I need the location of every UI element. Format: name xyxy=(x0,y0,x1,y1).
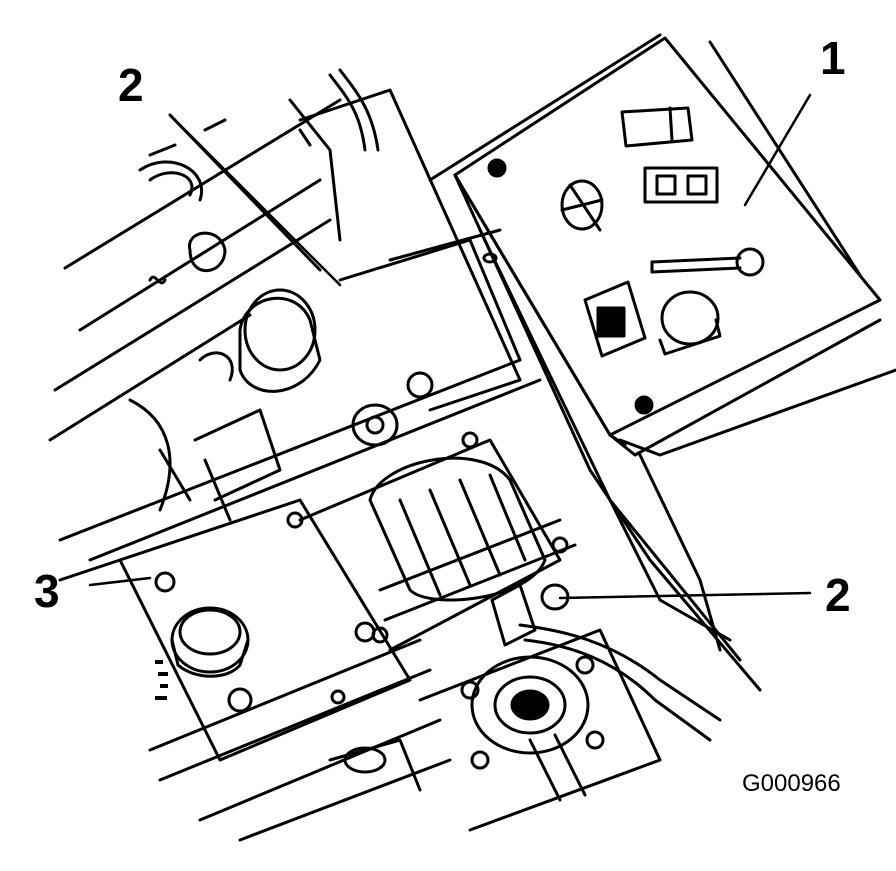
leader-lines xyxy=(88,93,812,600)
leader-line-2-top xyxy=(168,113,342,287)
callout-2-top: 2 xyxy=(118,59,144,111)
engine-cowl xyxy=(48,68,380,442)
callout-2-right: 2 xyxy=(825,569,851,621)
frame-rail xyxy=(453,173,762,692)
callout-3: 3 xyxy=(34,565,60,617)
control-panel xyxy=(428,33,896,457)
leader-line-1 xyxy=(743,93,812,207)
leader-line-3 xyxy=(88,576,152,587)
figure-id: G000966 xyxy=(742,770,841,797)
hydraulic-pump xyxy=(286,431,577,652)
drive-coupling xyxy=(328,628,662,832)
engine-block xyxy=(58,88,542,562)
panel-bolt xyxy=(487,158,507,178)
decal-marks xyxy=(155,660,168,700)
leader-line-2-right xyxy=(558,591,812,600)
hose-fitting xyxy=(490,583,722,742)
panel-button-icon xyxy=(658,290,722,356)
throttle-knob-icon xyxy=(560,179,604,232)
fuel-tank xyxy=(58,498,452,842)
callout-1: 1 xyxy=(820,32,846,84)
panel-indicator-icon xyxy=(620,106,694,148)
fuel-cap xyxy=(170,606,250,678)
panel-switch-icon xyxy=(643,166,719,204)
panel-bolt xyxy=(634,395,654,415)
hour-meter-icon xyxy=(583,280,647,358)
ignition-key-icon xyxy=(650,247,765,277)
